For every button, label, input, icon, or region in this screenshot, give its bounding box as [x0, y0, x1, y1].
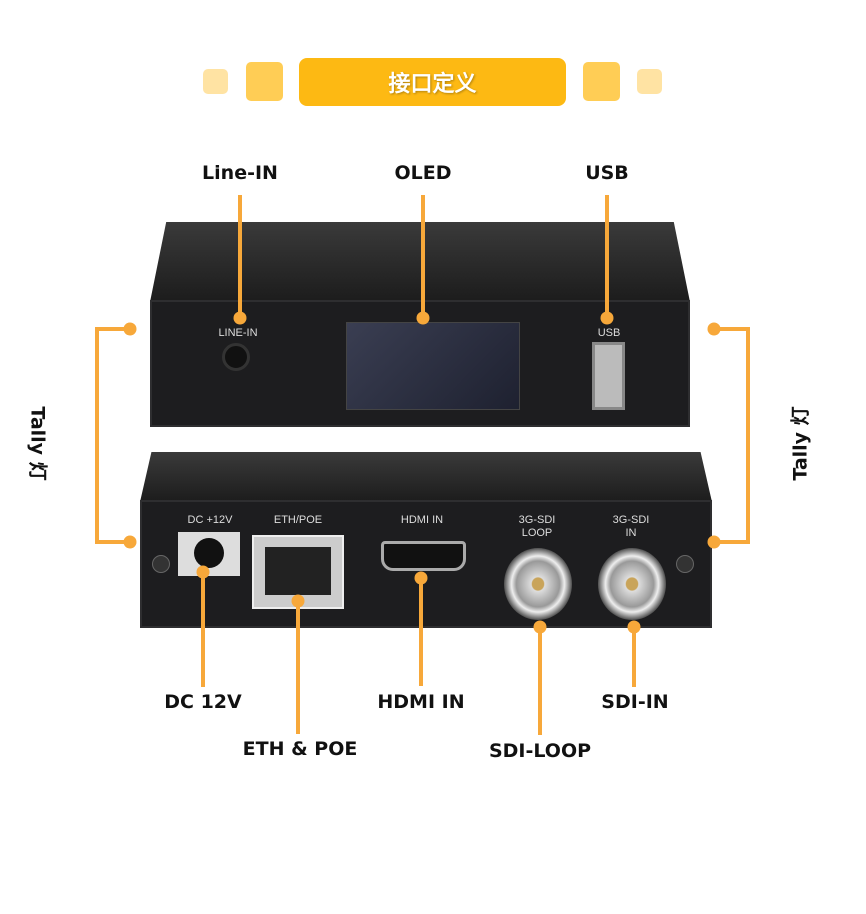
back-top-face [140, 452, 712, 502]
callout-dot [123, 535, 137, 549]
callout-line [201, 572, 205, 687]
audio-jack [222, 343, 250, 371]
tally-bracket-right [714, 540, 750, 544]
dc-panel-label: DC +12V [187, 514, 233, 526]
hdmi-port [381, 541, 466, 571]
sdi-in-panel-label: 3G-SDI IN [612, 514, 650, 539]
line-in-panel-label: LINE-IN [218, 327, 258, 339]
callout-dc: DC 12V [164, 691, 242, 713]
tally-label-right: Tally 灯 [789, 406, 812, 481]
decor-square [583, 62, 620, 101]
callout-sdi-loop: SDI-LOOP [488, 740, 592, 762]
callout-eth: ETH & POE [242, 738, 358, 760]
callout-dot [123, 322, 137, 336]
decor-square [203, 69, 228, 94]
screw-icon [152, 555, 170, 573]
callout-dot [707, 322, 721, 336]
hdmi-panel-label: HDMI IN [400, 514, 444, 526]
tally-bracket-right [746, 327, 750, 544]
screw-icon [676, 555, 694, 573]
usb-panel-label: USB [597, 327, 621, 339]
bnc-sdi-in [598, 548, 666, 620]
callout-line [605, 195, 609, 318]
decor-square [246, 62, 283, 101]
callout-line [421, 195, 425, 318]
callout-line [538, 627, 542, 735]
tally-label-left: Tally 灯 [26, 406, 49, 481]
callout-dot [233, 311, 247, 325]
eth-panel-label: ETH/POE [273, 514, 323, 526]
front-top-face [150, 222, 690, 302]
oled-display [346, 322, 520, 410]
sdi-loop-panel-label: 3G-SDI LOOP [518, 514, 556, 539]
callout-oled: OLED [394, 162, 452, 184]
callout-dot [416, 311, 430, 325]
callout-line [419, 578, 423, 686]
decor-square [637, 69, 662, 94]
tally-bracket-left [95, 327, 99, 544]
tally-bracket-left [95, 540, 130, 544]
callout-line [238, 195, 242, 318]
callout-sdi-in: SDI-IN [601, 691, 669, 713]
callout-hdmi: HDMI IN [377, 691, 465, 713]
callout-line [632, 627, 636, 687]
bnc-sdi-loop [504, 548, 572, 620]
callout-dot [600, 311, 614, 325]
callout-dot [707, 535, 721, 549]
callout-line-in: Line-IN [202, 162, 278, 184]
callout-usb: USB [585, 162, 629, 184]
usb-port [592, 342, 625, 410]
callout-line [296, 601, 300, 734]
section-title-banner: 接口定义 [299, 58, 566, 106]
tally-bracket-left [95, 327, 130, 331]
tally-bracket-right [714, 327, 750, 331]
